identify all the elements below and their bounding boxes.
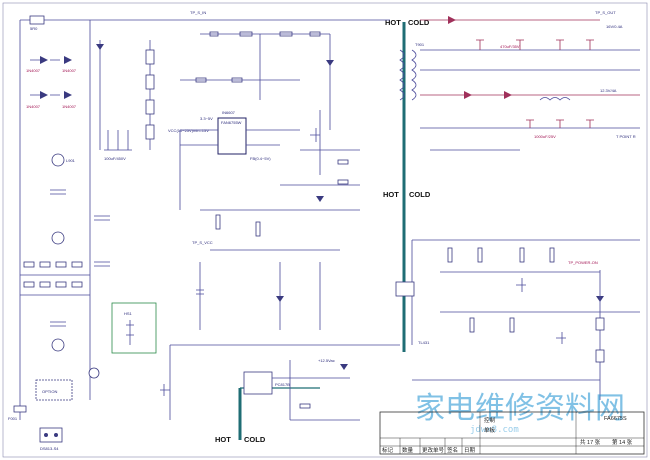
fb-note: FB(0.4~5V) [250,156,271,161]
rail-12v-label: 12.3V/4A [600,88,617,93]
title-block: 控制 单板 FA6675S 标记 数量 更改单号 签名 日期 共 17 张 第 … [379,411,645,455]
vcc-note: VCC(10~25V)min=15V [168,128,209,133]
diode-icon [40,91,48,99]
bulk-section: 100uF/450V [96,40,155,161]
diode-icon [326,60,334,66]
title-date: 日期 [464,447,476,454]
bulk-cap-label: 100uF/450V [104,156,126,161]
diode-icon [276,296,284,302]
title-board: 单板 [484,426,496,434]
fuse-label: F001 [8,416,18,421]
opto-label: PC817B [275,382,290,387]
out-cap-label: 470uF/35V [500,44,520,49]
cold-label-mid: COLD [409,190,431,199]
hot-label-mid: HOT [383,190,399,199]
secondary-regulation: TP_POWER-ON TL431 [395,239,640,400]
diode-label: 1N4007 [62,68,77,73]
ic-ref: IN6607 [222,110,236,115]
opto-body [243,371,273,395]
hot-label-bottom: HOT [215,435,231,444]
secondary-outputs: 470uF/35V 16V/0.4A TP_S_OUT 12.3V/4A 100… [420,10,640,151]
choke-icon [51,153,65,167]
fuse-icon [13,405,27,413]
diode-label: 1N4007 [26,68,41,73]
title-model: FA6675S [604,416,627,422]
ntc-label: 5R0 [30,26,38,31]
option-box [35,379,73,401]
vac-label: +12.5Vac [318,358,335,363]
title-sign: 签名 [447,446,458,454]
connector-label: DS813-S4 [40,446,59,451]
cold-label-top: COLD [408,18,430,27]
title-count: 数量 [402,446,414,454]
snubber-network: TP_S_IN [170,10,390,130]
diode-icon [464,91,472,99]
transformer-label: T901 [415,42,425,47]
title-revision-mark: 标记 [382,446,394,454]
svcc-label: TP_S_VCC [192,240,213,245]
diode-label: 1N4007 [26,104,41,109]
vout-point-label: T POINT R [616,134,636,139]
ic-body [217,117,247,155]
diode-icon [448,16,456,24]
watermark-url: jdwx8.com [470,425,519,435]
opto-secondary-body [395,281,415,297]
ntc-thermistor-icon [29,15,45,25]
option-label: OPTION [42,389,57,394]
power-on-label: TP_POWER-ON [568,260,598,265]
title-drawing-no: 控制 [484,416,496,424]
diode-label: 1N4007 [62,104,77,109]
hot-label-top: HOT [385,18,401,27]
title-total-pages: 共 17 张 [580,438,601,446]
mosfet-switch [280,110,360,202]
input-tp-label: TP_S_IN [190,10,206,15]
primary-aux: TP_S_VCC [160,209,400,420]
diode-icon [316,196,324,202]
choke-icon [51,338,65,352]
diode-icon [64,56,72,64]
choke-label: L901 [66,158,76,163]
optocoupler-primary: PC817B +12.5Vac [243,358,360,421]
watermark-text: 家电维修资料网 [415,391,625,426]
diode-icon [64,91,72,99]
bleeder-resistors [20,261,90,296]
diode-icon [96,44,104,50]
transformer: T901 [399,42,425,101]
rail-16v-label: 16V/0.4A [606,24,623,29]
ps-note: 3.3~5V [200,116,213,121]
x-capacitors [50,189,110,327]
diode-icon [504,91,512,99]
input-section: 5R0 1N4007 1N4007 1N4007 1N4007 L901 [8,15,170,451]
ac-connector-icon [39,427,63,443]
ic-part-number: FAN6755W [221,120,242,125]
diode-icon [40,56,48,64]
out-cap2-label: 1000uF/25V [534,134,556,139]
cold-label-bottom: COLD [244,435,266,444]
vout-tp-label: TP_S_OUT [595,10,616,15]
diode-icon [340,364,348,370]
heatsink-label: HS1 [124,311,133,316]
thermistor-icon [88,367,100,379]
bridge-rectifier: 1N4007 1N4007 1N4007 1N4007 [26,56,77,109]
tl431-label: TL431 [418,340,430,345]
choke-icon [51,231,65,245]
title-change-no: 更改单号 [422,446,445,454]
title-page: 第 14 张 [612,438,633,446]
pwm-controller: FAN6755W IN6607 VCC(10~25V)min=15V FB(0.… [168,110,300,210]
heatsink-box [111,302,157,354]
